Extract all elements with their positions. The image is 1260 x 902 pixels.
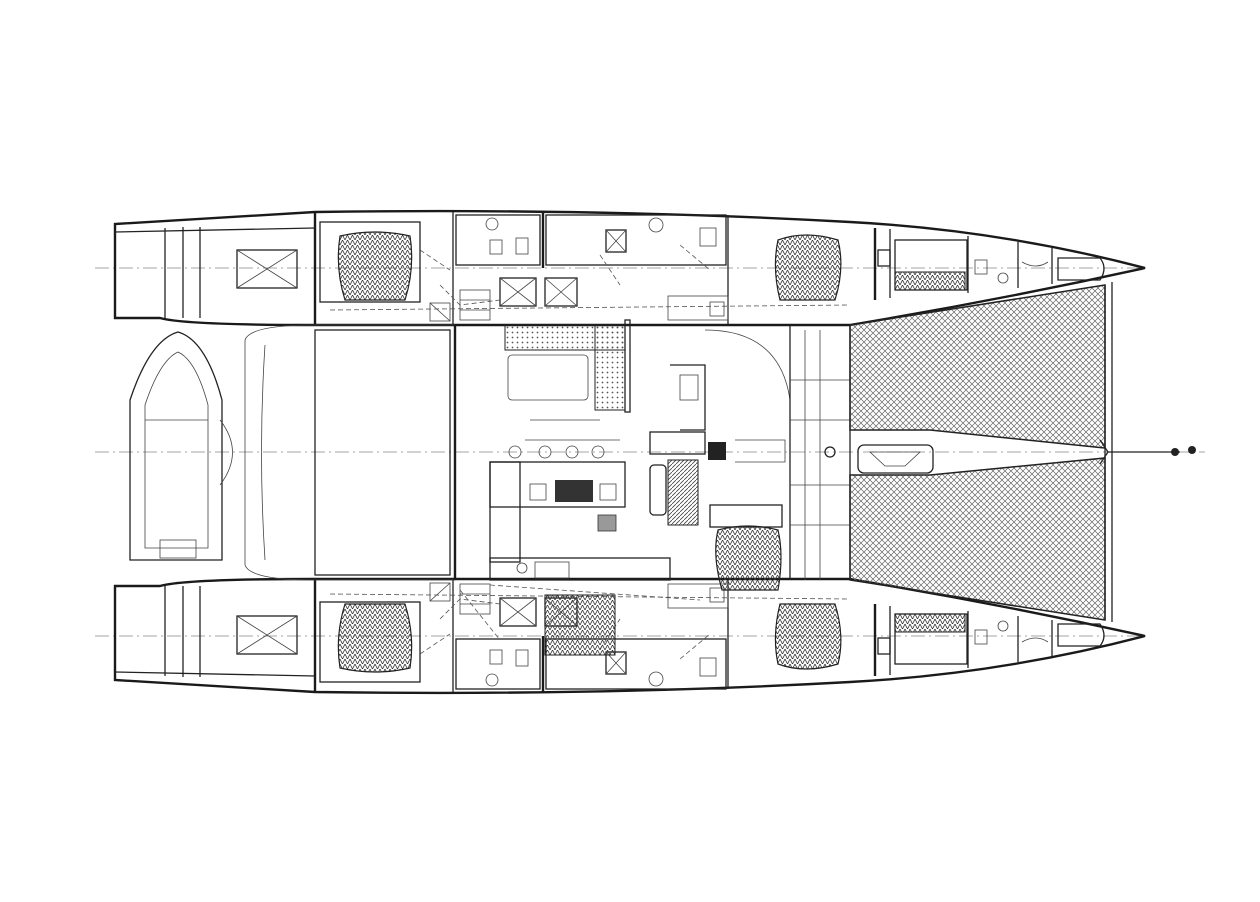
dinghy [129,331,223,561]
cockpit [219,324,457,581]
mast [824,446,836,458]
salon-galley [459,319,851,656]
trampoline [849,282,1196,622]
